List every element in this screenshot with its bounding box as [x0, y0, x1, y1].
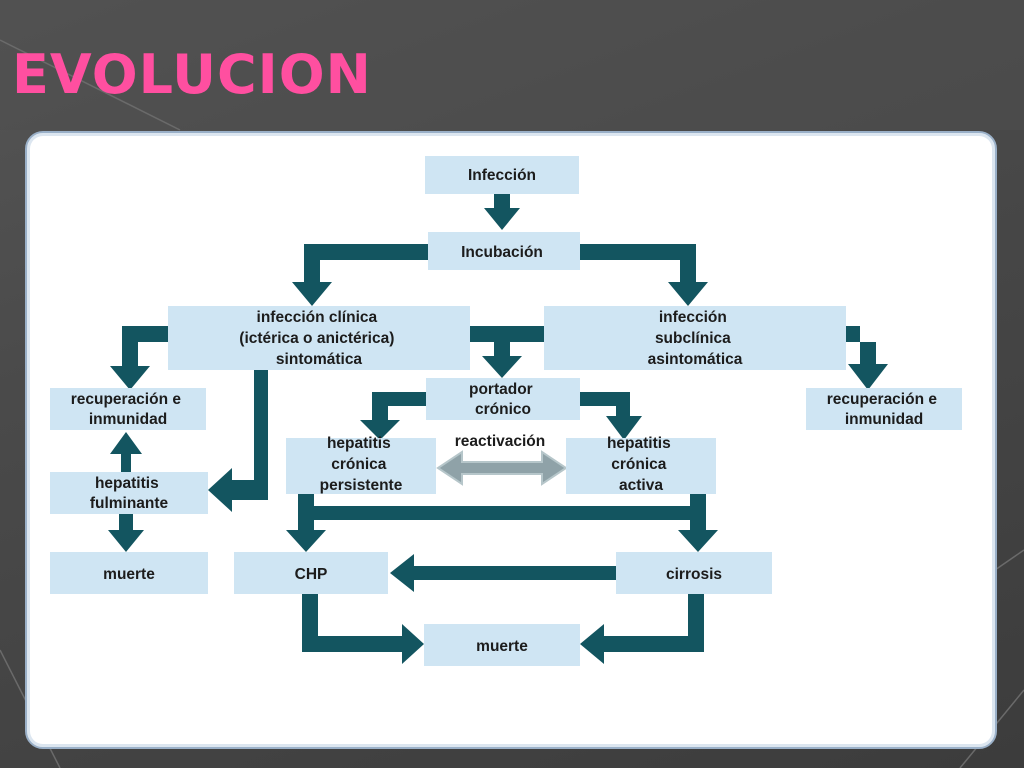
- arrow-subclinica-recuperacion: [846, 326, 888, 390]
- arrow-to-portador: [470, 326, 544, 378]
- node-muerte-centro-line-1: muerte: [476, 638, 528, 655]
- node-hepatitis-fulminante-line-2: fulminante: [90, 495, 169, 512]
- node-portador-cronico-line-1: portador: [469, 381, 533, 398]
- node-infeccion-subclinica-line-1: infección: [659, 309, 727, 326]
- svg-text:infección subclínica: infección subclínica asintomática: [648, 309, 743, 368]
- arrow-hepatitis-cirrosis: [678, 520, 718, 552]
- node-recuperacion-izquierda-line-1: recuperación e: [71, 391, 182, 408]
- node-hepatitis-persistente-line-3: persistente: [320, 477, 403, 494]
- node-hepatitis-persistente-line-1: hepatitis: [327, 435, 391, 452]
- arrow-chp-muerte: [302, 594, 424, 664]
- node-hepatitis-activa-line-1: hepatitis: [607, 435, 671, 452]
- arrow-cirrosis-muerte: [580, 594, 704, 664]
- node-cirrosis-line-1: cirrosis: [666, 566, 722, 583]
- arrow-hepatitis-chp: [286, 494, 706, 552]
- arrow-clinica-recuperacion: [110, 326, 168, 390]
- node-hepatitis-fulminante: hepatitis fulminante: [50, 472, 208, 514]
- node-hepatitis-fulminante-line-1: hepatitis: [95, 475, 159, 492]
- node-cirrosis: cirrosis: [616, 552, 772, 594]
- arrow-clinica-fulminante: [208, 370, 268, 512]
- svg-text:infección clínica (ictér: infección clínica (ictérica o anictérica…: [239, 309, 398, 368]
- node-portador-cronico-line-2: crónico: [475, 401, 531, 418]
- node-hepatitis-persistente: hepatitis crónica persistente: [286, 435, 436, 494]
- svg-text:hepatitis crónica: hepatitis crónica persistente: [320, 435, 403, 494]
- node-infeccion-subclinica-line-3: asintomática: [648, 351, 743, 368]
- svg-text:muerte: muerte: [476, 638, 528, 655]
- svg-text:cirrosis: cirrosis: [666, 566, 722, 583]
- node-hepatitis-activa-line-2: crónica: [611, 456, 667, 473]
- arrow-fulminante-recuperacion: [110, 432, 142, 472]
- node-recuperacion-izquierda-line-2: inmunidad: [89, 411, 167, 428]
- svg-text:recuperación e inmunidad: recuperación e inmunidad: [71, 391, 186, 428]
- arrow-portador-persistente: [360, 392, 426, 440]
- svg-text:hepatitis fulminante: hepatitis fulminante: [90, 475, 169, 512]
- node-hepatitis-persistente-line-2: crónica: [331, 456, 387, 473]
- arrow-incubacion-clinica: [292, 244, 428, 306]
- node-infeccion-clinica-line-3: sintomática: [276, 351, 363, 368]
- svg-text:portador crónico: portador crónico: [469, 381, 537, 418]
- label-reactivacion-text: reactivación: [455, 433, 545, 450]
- node-recuperacion-derecha-line-1: recuperación e: [827, 391, 938, 408]
- arrow-portador-activa: [580, 392, 642, 440]
- svg-text:CHP: CHP: [295, 566, 328, 583]
- node-incubacion-line-1: Incubación: [461, 244, 543, 261]
- node-infeccion-line-1: Infección: [468, 167, 536, 184]
- node-muerte-izquierda: muerte: [50, 552, 208, 594]
- node-chp: CHP: [234, 552, 388, 594]
- node-infeccion-subclinica-line-2: subclínica: [655, 330, 731, 347]
- svg-text:muerte: muerte: [103, 566, 155, 583]
- arrows: [108, 194, 888, 664]
- label-reactivacion: reactivación: [455, 433, 545, 450]
- arrow-incubacion-subclinica: [580, 244, 708, 306]
- node-muerte-centro: muerte: [424, 624, 580, 666]
- svg-text:reactivación: reactivación: [455, 433, 545, 450]
- svg-text:Incubación: Incubación: [461, 244, 543, 261]
- svg-text:hepatitis crónica: hepatitis crónica activa: [607, 435, 675, 494]
- node-portador-cronico: portador crónico: [426, 378, 580, 420]
- node-recuperacion-izquierda: recuperación e inmunidad: [50, 388, 206, 430]
- node-recuperacion-derecha: recuperación e inmunidad: [806, 388, 962, 430]
- node-hepatitis-activa: hepatitis crónica activa: [566, 435, 716, 494]
- node-chp-line-1: CHP: [295, 566, 328, 583]
- arrow-fulminante-muerte: [108, 514, 144, 552]
- arrow-infeccion-incubacion: [484, 194, 520, 230]
- node-incubacion: Incubación: [428, 232, 580, 270]
- svg-text:Infección: Infección: [468, 167, 536, 184]
- node-muerte-izquierda-line-1: muerte: [103, 566, 155, 583]
- node-infeccion-clinica-line-2: (ictérica o anictérica): [239, 330, 394, 347]
- node-infeccion-clinica-line-1: infección clínica: [257, 309, 378, 326]
- node-infeccion-clinica: infección clínica (ictérica o anictérica…: [168, 306, 470, 370]
- node-hepatitis-activa-line-3: activa: [619, 477, 663, 494]
- node-infeccion: Infección: [425, 156, 579, 194]
- node-recuperacion-derecha-line-2: inmunidad: [845, 411, 923, 428]
- arrow-reactivacion: [436, 450, 568, 486]
- svg-text:recuperación e inmunidad: recuperación e inmunidad: [827, 391, 942, 428]
- arrow-cirrosis-chp: [390, 554, 616, 592]
- node-infeccion-subclinica: infección subclínica asintomática: [544, 306, 846, 370]
- slide-title: EVOLUCION: [12, 43, 372, 106]
